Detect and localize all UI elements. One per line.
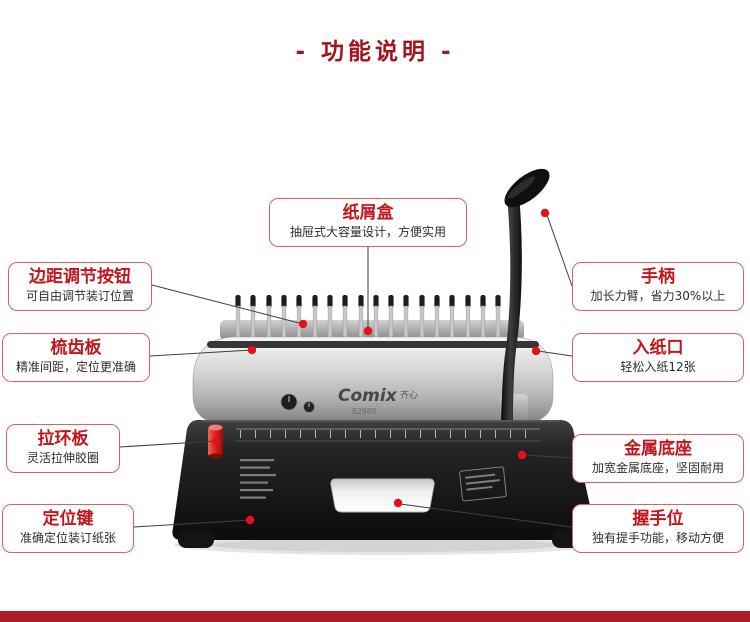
- callout-desc: 精准间距，定位更准确: [15, 360, 136, 375]
- callout-pull-ring-plate: 拉环板 灵活拉伸胶圈: [6, 424, 120, 474]
- callout-desc: 轻松入纸12张: [620, 360, 696, 375]
- page-title: - 功能说明 -: [295, 39, 455, 65]
- callout-title: 入纸口: [632, 338, 684, 358]
- callout-desc: 灵活拉伸胶圈: [26, 451, 99, 466]
- callout-desc: 加长力臂，省力30%以上: [590, 289, 726, 304]
- connector-positioning-key: [133, 519, 251, 528]
- brand-cn-text: 齐心: [400, 389, 418, 401]
- callout-paper-entry: 入纸口 轻松入纸12张: [572, 333, 744, 383]
- callout-metal-base: 金属底座 加宽金属底座，坚固耐用: [572, 434, 744, 484]
- anchor-dot-paper-scrap-box: [363, 326, 373, 336]
- paper-entry-slot: [207, 341, 539, 348]
- callout-connectors: [119, 214, 573, 528]
- adjust-dials: [280, 393, 315, 413]
- connector-paper-entry: [537, 350, 573, 357]
- anchor-dot-metal-base: [517, 450, 527, 460]
- handle-grip: [504, 168, 550, 208]
- hand-grip-hole: [330, 478, 435, 513]
- callout-hand-grip: 握手位 独有提手功能，移动方便: [572, 504, 744, 554]
- anchor-dot-pull-ring-plate: [211, 436, 221, 446]
- anchor-dot-hand-grip: [393, 498, 403, 508]
- callout-desc: 抽屉式大容量设计，方便实用: [289, 225, 446, 240]
- callout-title: 纸屑盒: [342, 203, 394, 223]
- callout-title: 梳齿板: [50, 338, 102, 358]
- callout-title: 边距调节按钮: [29, 267, 131, 287]
- anchor-dot-comb-plate: [247, 345, 257, 355]
- connector-handle: [546, 214, 573, 287]
- connector-metal-base: [523, 454, 573, 459]
- callout-desc: 加宽金属底座，坚固耐用: [591, 461, 724, 476]
- connector-margin-adjust-button: [151, 284, 304, 325]
- callout-title: 握手位: [632, 509, 684, 529]
- connector-comb-plate: [149, 349, 253, 357]
- footer-accent-bar: [0, 611, 750, 622]
- callout-title: 定位键: [42, 509, 94, 529]
- handle-arm: [501, 194, 522, 420]
- connector-pull-ring-plate: [119, 440, 217, 448]
- base-label-right: [459, 466, 507, 502]
- callout-handle: 手柄 加长力臂，省力30%以上: [572, 262, 744, 312]
- brand-logo-text: Comix: [338, 386, 398, 406]
- callout-positioning-key: 定位键 准确定位装订纸张: [2, 504, 134, 554]
- callout-desc: 可自由调节装订位置: [25, 289, 134, 304]
- anchor-dot-margin-adjust-button: [298, 319, 308, 329]
- base-ruler-marks: [234, 428, 541, 442]
- callout-paper-scrap-box: 纸屑盒 抽屉式大容量设计，方便实用: [269, 198, 467, 248]
- anchor-dot-paper-entry: [531, 346, 541, 356]
- anchor-dot-handle: [540, 208, 550, 218]
- callout-anchor-dots: [211, 208, 550, 525]
- callout-desc: 独有提手功能，移动方便: [591, 531, 724, 546]
- callout-margin-adjust-button: 边距调节按钮 可自由调节装订位置: [8, 262, 152, 312]
- callout-desc: 准确定位装订纸张: [19, 531, 116, 546]
- anchor-dot-positioning-key: [245, 515, 255, 525]
- callout-title: 拉环板: [37, 429, 89, 449]
- callout-comb-plate: 梳齿板 精准间距，定位更准确: [2, 333, 150, 383]
- model-text: B2988: [352, 407, 376, 416]
- base-label-left: [240, 459, 276, 499]
- callout-title: 金属底座: [624, 439, 692, 459]
- brand-area: Comix 齐心 B2988: [338, 386, 418, 416]
- connector-hand-grip: [399, 503, 573, 528]
- callout-title: 手柄: [641, 267, 675, 287]
